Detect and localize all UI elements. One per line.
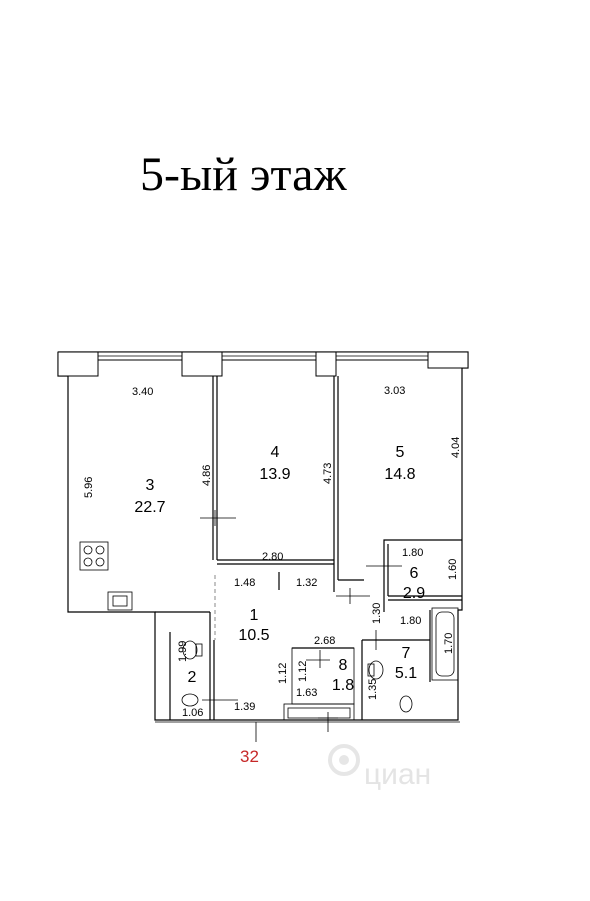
interior-walls <box>155 376 462 721</box>
room-8-number: 8 <box>339 657 348 674</box>
room-5-number: 5 <box>396 444 405 461</box>
sink-icon <box>107 591 133 611</box>
dim-hall-d: 2.68 <box>314 635 335 647</box>
room-2-number: 2 <box>188 669 197 686</box>
dim-r5-height: 4.04 <box>450 437 462 458</box>
room-7-area: 5.1 <box>395 665 417 682</box>
room-labels: 3 22.7 4 13.9 5 14.8 6 2.9 1 10.5 2 7 5.… <box>134 444 425 694</box>
dim-hall-a: 1.48 <box>234 577 255 589</box>
dim-r8-a: 1.12 <box>277 663 289 684</box>
dim-r7-width: 1.80 <box>400 615 421 627</box>
bathtub-icon <box>431 607 459 681</box>
dim-r8-b: 1.12 <box>297 661 309 682</box>
watermark-text: циан <box>364 758 431 791</box>
room-8-area: 1.8 <box>332 677 354 694</box>
room-6-number: 6 <box>410 565 419 582</box>
room-3-area: 22.7 <box>134 499 165 516</box>
dim-bath-length: 1.70 <box>443 633 455 654</box>
room-1-area: 10.5 <box>238 627 269 644</box>
dim-hall-b: 1.32 <box>296 577 317 589</box>
floor-title: 5-ый этаж <box>140 148 347 201</box>
door-markers <box>200 510 402 742</box>
dim-hall-c: 1.30 <box>371 603 383 624</box>
dim-r3-width: 3.40 <box>132 386 153 398</box>
dim-r4-height: 4.73 <box>322 463 334 484</box>
watermark-logo-icon <box>328 744 360 776</box>
room-7-number: 7 <box>402 645 411 662</box>
dim-r8-c: 1.63 <box>296 687 317 699</box>
dim-bottom-a: 1.39 <box>234 701 255 713</box>
dim-r6-height: 1.60 <box>447 559 459 580</box>
room-3-number: 3 <box>146 477 155 494</box>
dim-r2-width: 1.06 <box>182 707 203 719</box>
dimension-labels: 3.40 5.96 4.86 4.73 2.80 3.03 4.04 1.80 … <box>83 385 462 719</box>
dim-r3-height: 5.96 <box>83 477 95 498</box>
dim-r4-width: 2.80 <box>262 551 283 563</box>
dim-r5-width: 3.03 <box>384 385 405 397</box>
room-6-area: 2.9 <box>403 585 425 602</box>
dim-r2-height: 1.99 <box>177 641 189 662</box>
windows <box>57 351 469 377</box>
dim-r7-height: 1.35 <box>367 679 379 700</box>
dim-r6-width: 1.80 <box>402 547 423 559</box>
room-4-area: 13.9 <box>259 466 290 483</box>
dim-r3-r4-wall: 4.86 <box>201 465 213 486</box>
building-number: 32 <box>240 747 259 766</box>
toilet-icon <box>181 640 413 713</box>
room-4-number: 4 <box>271 444 280 461</box>
room-5-area: 14.8 <box>384 466 415 483</box>
room-1-number: 1 <box>250 607 259 624</box>
stove-icon <box>79 541 109 571</box>
